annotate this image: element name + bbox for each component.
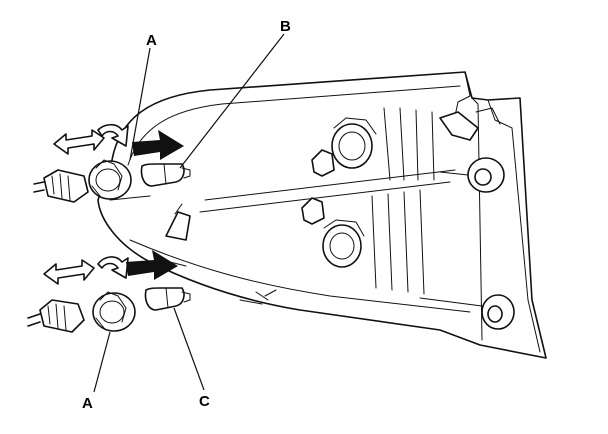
lower-mount-grommet (419, 294, 515, 330)
lower-twist-arrow-icon (97, 256, 129, 279)
tail-light-housing (97, 71, 547, 359)
upper-bulb-socket (88, 159, 132, 200)
callout-c: C (199, 393, 210, 410)
lower-insert-arrow-icon (126, 250, 178, 280)
upper-mount-grommet (439, 157, 505, 193)
upper-socket-hole (311, 117, 377, 177)
lower-pull-arrow-icon (43, 259, 95, 285)
callout-a-top: A (146, 32, 157, 49)
callout-leaders (93, 33, 285, 393)
upper-twist-arrow-icon (97, 123, 129, 147)
lower-socket-hole (301, 197, 365, 268)
lower-bulb-c (144, 287, 191, 311)
lower-bulb-socket (92, 291, 136, 332)
callout-a-bottom: A (82, 395, 93, 412)
upper-pull-arrow-icon (53, 129, 105, 155)
callout-b: B (280, 18, 291, 35)
upper-bulb-b (140, 163, 191, 187)
lower-wire-connector (27, 299, 85, 333)
upper-wire-connector (33, 169, 89, 203)
upper-insert-arrow-icon (132, 130, 184, 160)
